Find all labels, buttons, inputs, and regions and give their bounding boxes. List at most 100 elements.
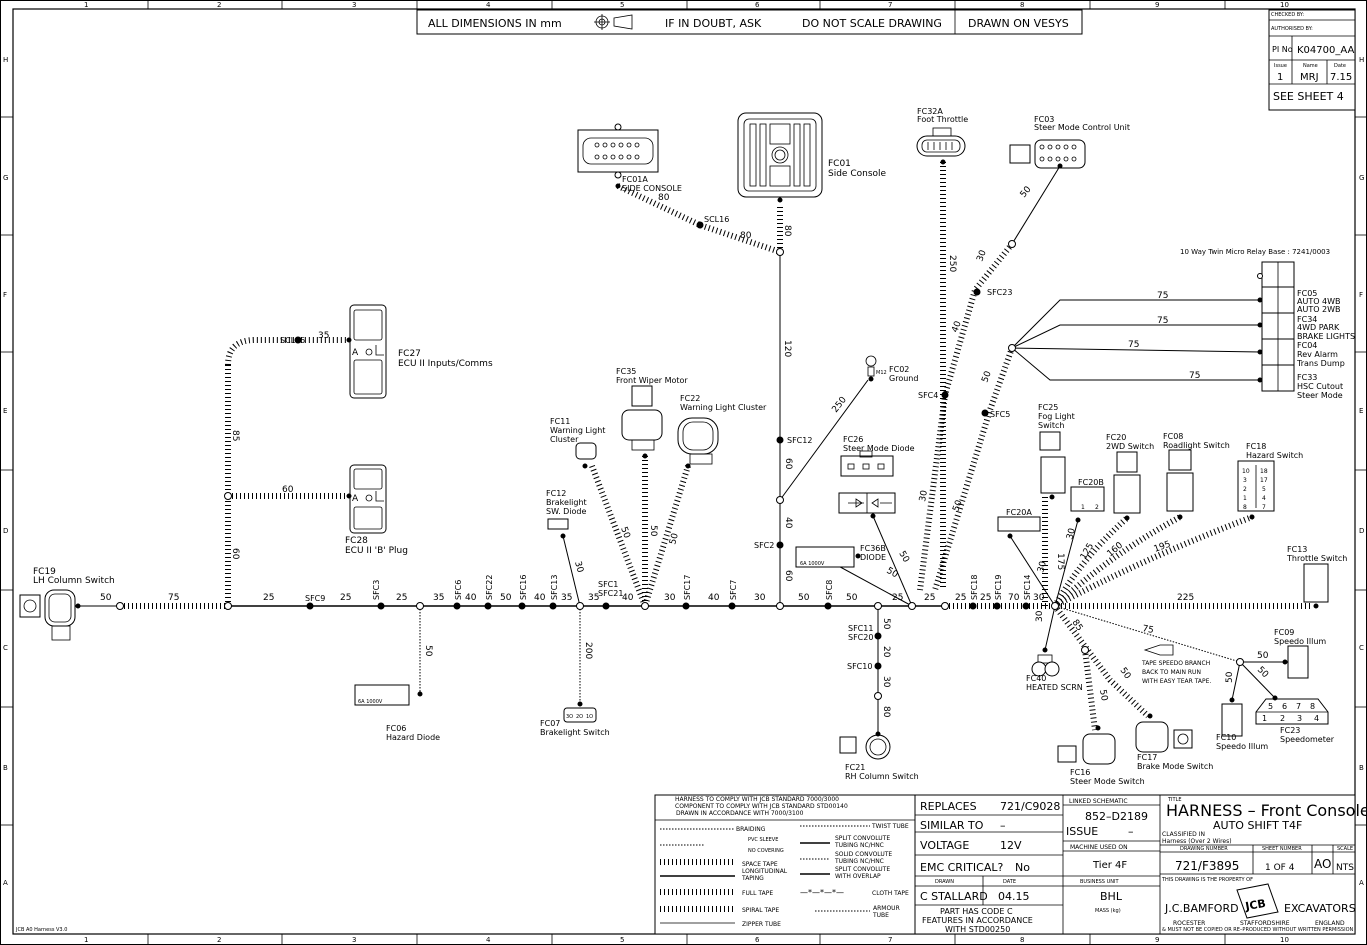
pin: 17 (1260, 477, 1268, 484)
length-label: 200 (583, 642, 593, 659)
connector-fc03[interactable]: FC03 Steer Mode Control Unit (1009, 115, 1130, 169)
splice-sfc11: SFC11 (848, 624, 873, 633)
template-tag: JCB A0 Harness V3.0 (15, 927, 67, 933)
connector-fc16[interactable]: FC16 Steer Mode Switch (1057, 725, 1145, 786)
connector-fc08[interactable]: FC08 Roadlight Switch (1163, 432, 1230, 520)
connector-desc: Warning Light (550, 426, 605, 435)
length-label: 80 (658, 193, 670, 203)
diode-icon (547, 518, 569, 530)
diode-icon (354, 684, 410, 706)
legend-label: BRAIDING (736, 826, 766, 833)
company-suffix: EXCAVATORS (1284, 902, 1356, 915)
connector-fc01a[interactable]: FC01A SIDE CONSOLE (577, 123, 682, 193)
keying-mark: A (352, 494, 359, 504)
connector-fc32a[interactable]: FC32A Foot Throttle (916, 107, 968, 165)
connector-fc11[interactable]: FC11 Warning Light Cluster (550, 417, 605, 469)
connector-fc25[interactable]: FC25 Fog Light Switch (1038, 403, 1075, 500)
2wd-icon (1116, 451, 1138, 473)
pin: 2 (1280, 714, 1285, 723)
splice-sfc1: SFC1 (598, 580, 618, 589)
connector-id: FC27 (398, 349, 421, 359)
splice-sfc13: SFC13 (550, 575, 559, 600)
legend-label: TAPING (741, 875, 764, 882)
connector-id: FC32A (917, 107, 943, 116)
connector-fc10[interactable]: FC10 Speedo Illum (1216, 697, 1268, 751)
fc07-pins: 1O (586, 714, 593, 720)
splice-sfc2: SFC2 (754, 541, 774, 550)
length-label: 30 (1035, 610, 1045, 622)
similar-label: SIMILAR TO (920, 819, 984, 832)
legend-label: SPIRAL TAPE (742, 907, 779, 914)
splice-sfc10: SFC10 (847, 662, 872, 671)
row-label: E (3, 407, 7, 415)
legend-label: ARMOUR (873, 905, 900, 912)
connector-fc20a[interactable]: FC20A (997, 508, 1041, 539)
splice-sfc3: SFC3 (372, 580, 381, 600)
connector-fc01[interactable]: FC01 Side Console (737, 112, 887, 203)
splice-sfc18: SFC18 (970, 575, 979, 600)
fc07-pins: 3O (566, 714, 573, 720)
connector-fc07[interactable]: 3O 2O 1O FC07 Brakelight Switch (540, 701, 610, 737)
connector-fc02[interactable]: M12 FC02 Ground (865, 355, 918, 383)
connector-fc09[interactable]: FC09 Speedo Illum (1274, 628, 1326, 679)
connector-desc: Brakelight (546, 498, 587, 507)
connector-id: FC01A (622, 175, 648, 184)
note-line: WITH EASY TEAR TAPE. (1142, 678, 1211, 685)
connector-desc: ECU II 'B' Plug (345, 546, 408, 556)
drawing-subtitle: AUTO SHIFT T4F (1213, 819, 1302, 832)
pin: 10 (1242, 468, 1250, 475)
pi-no-label: PI No (1272, 45, 1293, 54)
connector-desc: Roadlight Switch (1163, 441, 1230, 450)
connector-fc20[interactable]: FC20 2WD Switch (1106, 433, 1154, 521)
length-label: 25 (892, 593, 903, 603)
pin: 8 (1243, 504, 1247, 511)
address-line: STAFFORDSHIRE (1240, 920, 1290, 927)
connector-desc: SIDE CONSOLE (622, 184, 682, 193)
connector-id: FC02 (889, 365, 909, 374)
length-label: 50 (846, 593, 858, 603)
connector-fc22[interactable]: FC22 Warning Light Cluster (677, 394, 767, 469)
connector-fc28[interactable]: A FC28 ECU II 'B' Plug (345, 464, 408, 556)
connector-fc40[interactable]: FC40 HEATED SCRN (1026, 647, 1083, 692)
connector-id: FC40 (1026, 674, 1046, 683)
connector-fc26[interactable]: FC26 Steer Mode Diode (838, 435, 915, 519)
col-label: 10 (1280, 1, 1289, 9)
connector-id: FC22 (680, 394, 700, 403)
relay-desc: HSC Cutout (1297, 382, 1343, 391)
length-label: 50 (668, 532, 681, 546)
connector-fc17[interactable]: FC17 Brake Mode Switch (1135, 713, 1213, 771)
wiper-icon (631, 385, 653, 407)
legend-label: NO COVERING (748, 848, 784, 854)
connector-fc12[interactable]: FC12 Brakelight SW. Diode (546, 489, 587, 539)
splice-scl16: SCL16 (704, 215, 729, 224)
connector-fc21[interactable]: FC21 RH Column Switch (839, 731, 919, 781)
part-note: FEATURES IN ACCORDANCE (922, 916, 1033, 925)
pin: 3 (1297, 714, 1302, 723)
row-label: D (3, 527, 8, 535)
connector-fc23[interactable]: 5 6 7 8 1 2 3 4 FC23 Speedometer (1255, 695, 1335, 744)
connector-fc19[interactable]: FC19 LH Column Switch (19, 567, 115, 641)
replaces-label: REPLACES (920, 800, 977, 813)
connector-fc35[interactable]: FC35 Front Wiper Motor (616, 367, 688, 459)
copyright-note: & MUST NOT BE COPIED OR RE–PRODUCED WITH… (1162, 927, 1354, 933)
relay-base[interactable]: 10 Way Twin Micro Relay Base : 7241/0003… (1180, 248, 1355, 400)
length-label: 125 (1079, 542, 1096, 562)
length-label: 30 (664, 593, 676, 603)
keying-mark: A (352, 348, 359, 358)
connector-fc18[interactable]: FC18 Hazard Switch 10 18 3 17 2 5 1 4 8 … (1237, 442, 1303, 520)
speedo-note: TAPE SPEEDO BRANCH BACK TO MAIN RUN WITH… (1141, 644, 1211, 685)
standard-note: DRAWN IN ACCORDANCE WITH 7000/3100 (676, 810, 804, 817)
connector-fc27[interactable]: A FC27 ECU II Inputs/Comms (346, 304, 493, 399)
emc-label: EMC CRITICAL? (920, 861, 1003, 874)
date-label: DATE (1003, 879, 1016, 885)
revision-block: CHECKED BY: AUTHORISED BY: PI No K04700_… (1268, 9, 1356, 111)
connector-fc36b[interactable]: 6A 1000V FC36B DIODE (795, 544, 886, 568)
fc07-pins: 2O (576, 714, 583, 720)
address-line: ROCESTER (1173, 920, 1205, 927)
connector-fc13[interactable]: FC13 Throttle Switch (1286, 545, 1347, 609)
date-value: 04.15 (998, 890, 1030, 903)
length-label: 70 (1008, 593, 1020, 603)
connector-fc20b[interactable]: FC20B 1 2 (1070, 478, 1105, 523)
legend-block: HARNESS TO COMPLY WITH JCB STANDARD 7000… (654, 794, 916, 935)
connector-fc06[interactable]: 6A 1000V FC06 Hazard Diode (354, 684, 440, 742)
